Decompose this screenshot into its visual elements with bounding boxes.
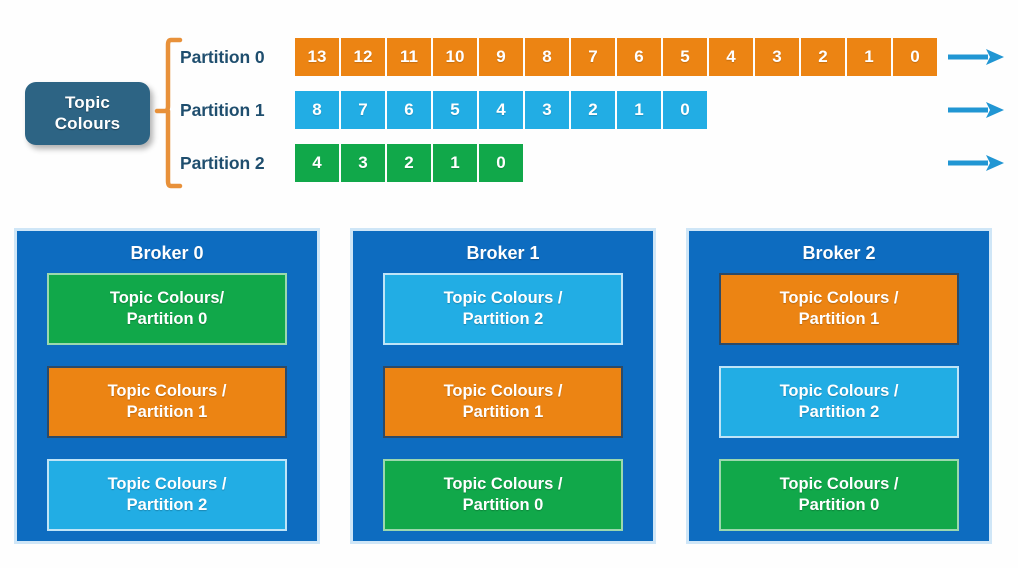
offset-cell: 7 (571, 38, 615, 76)
offset-cell: 4 (479, 91, 523, 129)
offset-cell: 2 (387, 144, 431, 182)
offset-cell: 0 (479, 144, 523, 182)
partition-replica: Topic Colours / Partition 2 (383, 273, 623, 345)
partition-label-1: Partition 1 (180, 99, 265, 120)
broker-title-0: Broker 0 (130, 243, 204, 263)
offset-cell: 4 (709, 38, 753, 76)
replica-partition-line: Partition 1 (126, 403, 208, 421)
replica-partition-line: Partition 0 (126, 310, 208, 328)
offset-cell: 3 (755, 38, 799, 76)
offset-cell: 0 (893, 38, 937, 76)
replica-partition-line: Partition 2 (462, 310, 544, 328)
offset-cell: 0 (663, 91, 707, 129)
bracket-icon (154, 37, 183, 189)
broker-replicas-0: Topic Colours/Partition 0 Topic Colours /… (17, 273, 317, 531)
arrow-right-icon (948, 102, 1004, 118)
partition-replica: Topic Colours / Partition 0 (719, 459, 959, 531)
offset-cell: 1 (617, 91, 661, 129)
arrow-right-icon (948, 49, 1004, 65)
topic-label-line2: Colours (54, 113, 121, 133)
partition-replica: Topic Colours / Partition 1 (383, 366, 623, 438)
offset-cell: 4 (295, 144, 339, 182)
offset-cell: 1 (433, 144, 477, 182)
replica-partition-line: Partition 2 (126, 496, 208, 514)
offset-cell: 8 (525, 38, 569, 76)
offset-cell: 8 (295, 91, 339, 129)
partition-replica: Topic Colours / Partition 0 (383, 459, 623, 531)
offset-cell: 5 (433, 91, 477, 129)
arrow-right-icon (948, 155, 1004, 171)
offset-cell: 10 (433, 38, 477, 76)
offset-cell: 11 (387, 38, 431, 76)
broker-title-1: Broker 1 (466, 243, 540, 263)
partition-replica: Topic Colours / Partition 2 (719, 366, 959, 438)
replica-topic-line: Topic Colours / (779, 381, 899, 400)
partition-label-0: Partition 0 (180, 46, 265, 67)
topic-colours-box: Topic Colours (25, 82, 150, 145)
replica-partition-line: Partition 1 (462, 403, 544, 421)
offset-cell: 3 (341, 144, 385, 182)
offset-cell: 5 (663, 38, 707, 76)
replica-partition-line: Partition 1 (798, 310, 880, 328)
partition-label-2: Partition 2 (180, 152, 265, 173)
replica-topic-line: Topic Colours / (443, 474, 563, 493)
offset-cell: 2 (801, 38, 845, 76)
replica-topic-line: Topic Colours / (107, 474, 227, 493)
offset-cell: 6 (617, 38, 661, 76)
partition-replica: Topic Colours / Partition 1 (719, 273, 959, 345)
partition-replica: Topic Colours / Partition 2 (47, 459, 287, 531)
replica-partition-line: Partition 0 (798, 496, 880, 514)
partition-replica: Topic Colours/Partition 0 (47, 273, 287, 345)
replica-topic-line: Topic Colours / (443, 288, 563, 307)
replica-topic-line: Topic Colours / (779, 288, 899, 307)
offset-cell: 12 (341, 38, 385, 76)
offset-cell: 13 (295, 38, 339, 76)
broker-title-2: Broker 2 (802, 243, 876, 263)
replica-partition-line: Partition 0 (462, 496, 544, 514)
partition-replica: Topic Colours / Partition 1 (47, 366, 287, 438)
offset-cell: 3 (525, 91, 569, 129)
replica-partition-line: Partition 2 (798, 403, 880, 421)
replica-topic-line: Topic Colours/ (109, 288, 225, 307)
replica-topic-line: Topic Colours / (443, 381, 563, 400)
replica-topic-line: Topic Colours / (779, 474, 899, 493)
offset-cell: 9 (479, 38, 523, 76)
offset-cell: 7 (341, 91, 385, 129)
topic-label-line1: Topic (64, 93, 111, 113)
replica-topic-line: Topic Colours / (107, 381, 227, 400)
offset-cell: 2 (571, 91, 615, 129)
offset-cell: 1 (847, 38, 891, 76)
offset-cell: 6 (387, 91, 431, 129)
